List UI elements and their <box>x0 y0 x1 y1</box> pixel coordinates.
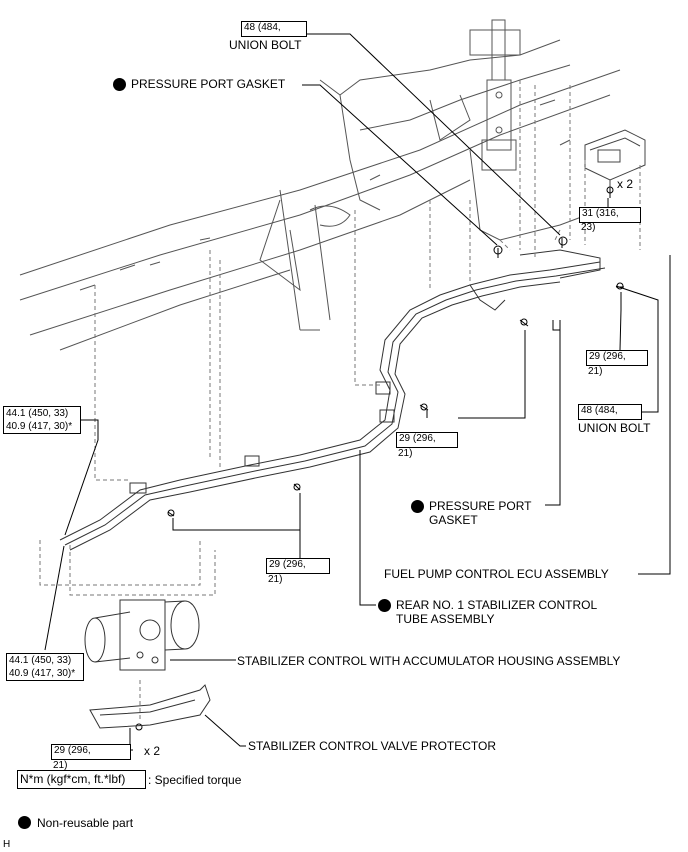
label-valve-protector: STABILIZER CONTROL VALVE PROTECTOR <box>248 739 497 753</box>
corner-code: H <box>3 839 11 850</box>
torque-union-lower-line2: 40.9 (417, 30)* <box>9 668 76 679</box>
torque-box-ecu-bolt: 31 (316, <box>579 207 641 223</box>
torque-box-union-lower: 44.1 (450, 33) 40.9 (417, 30)* <box>6 653 84 681</box>
leader-lines <box>44 33 671 751</box>
accumulator-housing-drawing <box>84 599 200 671</box>
non-reusable-marker-gasket-mid <box>411 500 424 513</box>
label-rear-tube-2: TUBE ASSEMBLY <box>396 612 495 626</box>
non-reusable-marker-gasket-top <box>113 78 126 91</box>
torque-box-union-upper: 44.1 (450, 33) 40.9 (417, 30)* <box>3 406 81 434</box>
torque-union-lower-line1: 44.1 (450, 33) <box>9 655 72 666</box>
shock-absorber <box>469 19 521 171</box>
torque-union-upper-line1: 44.1 (450, 33) <box>6 408 69 419</box>
torque-right-bolt-line2: 21) <box>588 366 603 377</box>
torque-box-union-bolt-right: 48 (484, <box>578 404 642 420</box>
legend-torque-desc: : Specified torque <box>148 773 242 787</box>
torque-box-left-bolt: 29 (296, <box>266 558 330 574</box>
label-union-bolt-right: UNION BOLT <box>578 421 651 435</box>
torque-mid-bolt-line2: 21) <box>398 448 413 459</box>
label-pressure-port-gasket-top: PRESSURE PORT GASKET <box>131 77 286 91</box>
torque-union-upper-line2: 40.9 (417, 30)* <box>6 421 73 432</box>
torque-left-bolt-line2: 21) <box>268 574 283 585</box>
legend-non-reusable-marker <box>18 816 31 829</box>
label-accumulator-housing: STABILIZER CONTROL WITH ACCUMULATOR HOUS… <box>237 654 621 668</box>
legend-non-reusable: Non-reusable part <box>37 816 134 830</box>
label-fuel-pump-ecu: FUEL PUMP CONTROL ECU ASSEMBLY <box>384 567 609 581</box>
torque-protector-bolt-line2: 21) <box>53 760 68 771</box>
quantity-x2-bottom: x 2 <box>144 744 161 758</box>
torque-box-union-bolt-top: 48 (484, <box>241 21 307 37</box>
torque-ecu-bolt-line2: 23) <box>581 222 596 233</box>
alignment-dashes <box>39 80 641 720</box>
valve-protector-drawing <box>89 684 211 729</box>
label-pressure-port-gasket-mid-2: GASKET <box>429 513 478 527</box>
torque-box-protector-bolt: 29 (296, <box>51 744 131 760</box>
label-pressure-port-gasket-mid-1: PRESSURE PORT <box>429 499 532 513</box>
quantity-x2-top: x 2 <box>617 177 634 191</box>
label-union-bolt-top: UNION BOLT <box>229 38 302 52</box>
non-reusable-marker-tube <box>378 599 391 612</box>
label-rear-tube-1: REAR NO. 1 STABILIZER CONTROL <box>396 598 598 612</box>
torque-box-mid-bolt: 29 (296, <box>396 432 458 448</box>
vehicle-frame <box>19 39 621 351</box>
torque-box-right-bolt: 29 (296, <box>586 350 648 366</box>
tube-assembly <box>59 249 606 551</box>
fuel-pump-ecu-drawing <box>584 129 646 195</box>
legend-torque-unit: N*m (kgf*cm, ft.*lbf) <box>17 770 146 789</box>
bolts <box>135 186 624 731</box>
